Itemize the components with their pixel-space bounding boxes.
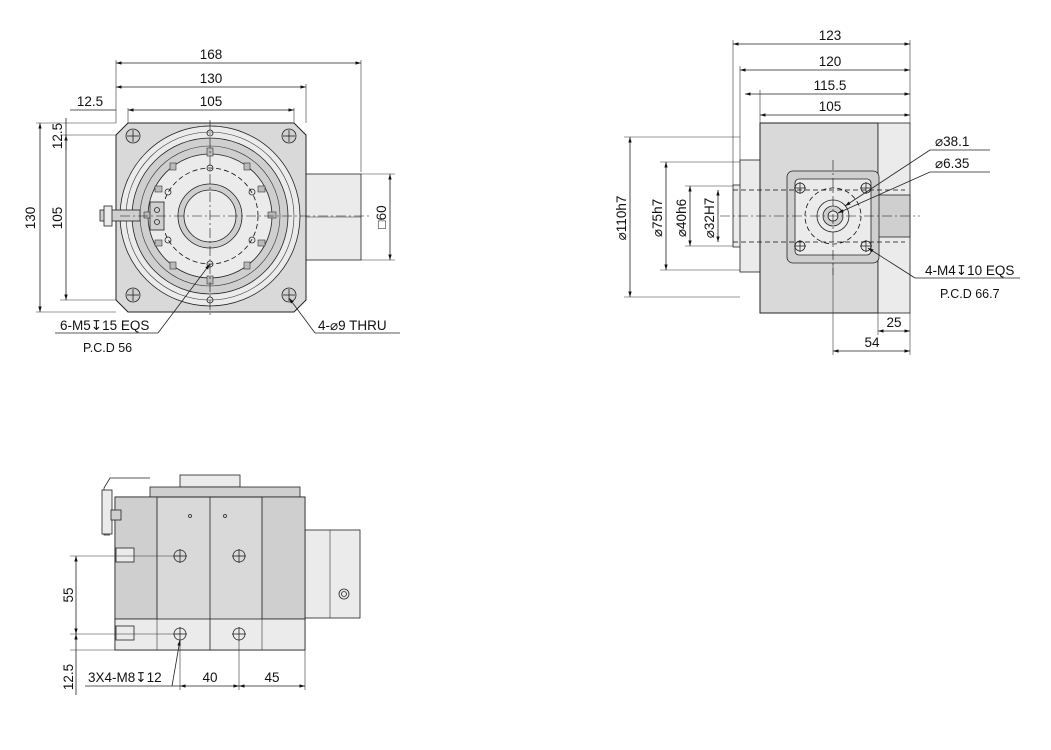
callout-motor-holes: 4-M4↧10 EQS [925,263,1014,278]
dim-dia-40: ⌀40h6 [674,199,689,237]
dim-offset-12-5: 12.5 [61,664,76,690]
front-dims-right [361,173,395,261]
bottom-view: 55 12.5 3X4-M8↧12 40 45 [61,474,361,695]
dim-width-54: 54 [864,335,880,350]
callout-motor-pcd: P.C.D 66.7 [940,287,1000,301]
bottom-motor-housing [304,529,361,619]
dim-dia-75: ⌀75h7 [650,199,665,237]
dim-overall-length: 123 [819,28,842,43]
front-view: 168 130 105 12.5 130 105 12.5 □60 [23,47,400,355]
dim-dia-6-35: ⌀6.35 [935,156,969,171]
callout-thru-holes: 4-⌀9 THRU [318,318,387,333]
front-dims-left [36,118,116,313]
dim-top-offset: 12.5 [50,123,65,149]
bottom-dims-left [70,555,180,695]
side-dims-bottom [832,263,911,355]
callout-mount-holes: 3X4-M8↧12 [88,670,162,685]
bottom-dims-bottom [85,639,306,690]
callout-tapped-pcd: P.C.D 56 [83,341,132,355]
callout-tapped-holes: 6-M5↧15 EQS [60,318,149,333]
dim-flange-offset: 12.5 [77,94,103,109]
dim-length-120: 120 [819,54,842,69]
bottom-sensor-bracket [101,477,150,536]
side-dims-top [732,40,911,185]
dim-overall-width: 168 [200,47,223,62]
front-dims-top [70,60,362,172]
dim-body-width: 130 [200,71,223,86]
dim-spacing-40: 40 [202,670,217,685]
dim-dia-38-1: ⌀38.1 [935,134,969,149]
dim-dia-110: ⌀110h7 [614,196,629,241]
dim-shaft-square: □60 [374,205,389,228]
dim-spacing-45: 45 [264,670,279,685]
dim-inner-height: 105 [50,207,65,230]
dim-width-25: 25 [886,315,901,330]
side-view: 123 120 115.5 105 ⌀110h7 ⌀75h7 ⌀40h6 ⌀32… [614,28,1020,355]
dim-inner-width: 105 [200,94,223,109]
dim-overall-height: 130 [23,207,38,230]
dim-dia-32: ⌀32H7 [702,198,717,238]
side-dims-left [624,136,740,298]
dim-length-115-5: 115.5 [814,78,847,93]
dim-height-55: 55 [61,587,76,602]
front-callout-leaders [55,263,400,334]
side-leaders [837,149,1020,279]
dim-length-105: 105 [819,99,842,114]
